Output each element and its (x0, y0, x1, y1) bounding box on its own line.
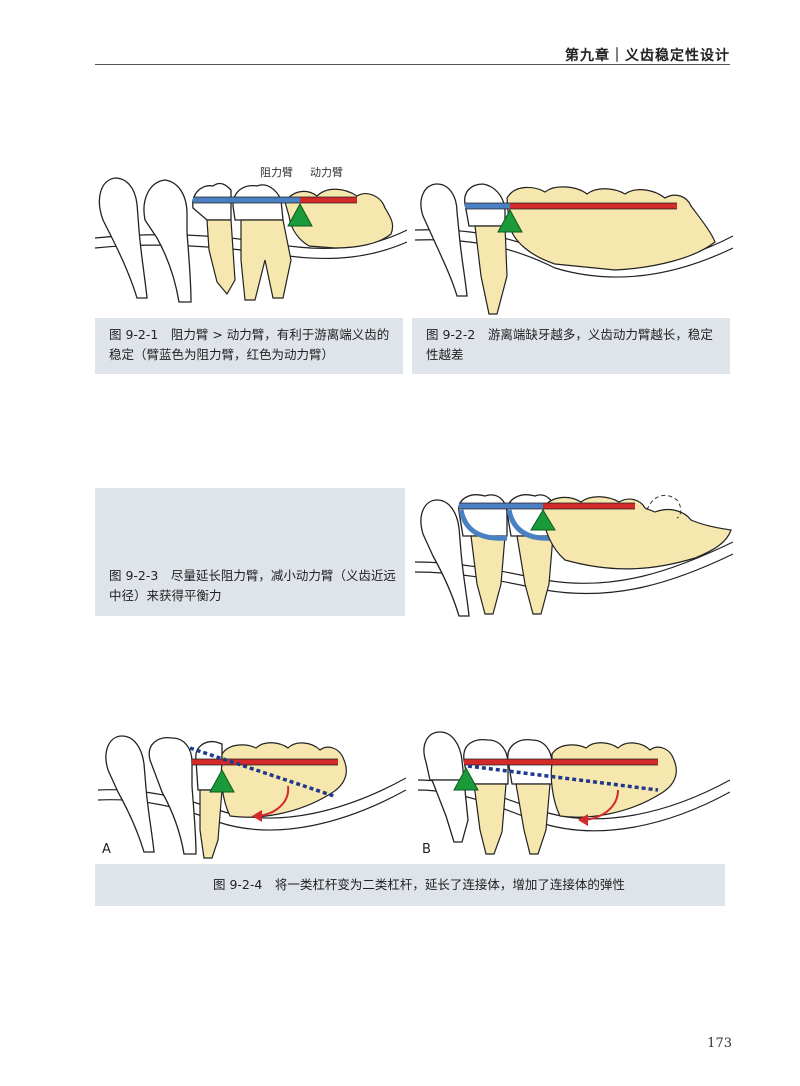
fulcrum-triangle (530, 509, 556, 531)
rotation-arrow (583, 789, 619, 821)
caption-9-2-2: 图 9-2-2 游离端缺牙越多，义齿动力臂越长，稳定性越差 (426, 327, 713, 362)
caption-box-9-2-1: 图 9-2-1 阻力臂 > 动力臂，有利于游离端义齿的稳定（臂蓝色为阻力臂，红色… (95, 318, 403, 374)
panel-label-a: A (102, 842, 111, 857)
figure-9-2-4-b: B (418, 730, 730, 860)
figure-9-2-1: 阻力臂 动力臂 (95, 160, 407, 320)
fulcrum-triangle (453, 766, 479, 791)
rotation-axis-line (467, 764, 659, 792)
fulcrum-triangle (287, 202, 313, 227)
caption-box-9-2-3: 图 9-2-3 尽量延长阻力臂，减小动力臂（义齿近远中径）来获得平衡力 (95, 488, 405, 616)
header-rule (95, 64, 730, 65)
caption-9-2-1: 图 9-2-1 阻力臂 > 动力臂，有利于游离端义齿的稳定（臂蓝色为阻力臂，红色… (109, 327, 390, 362)
page-number: 173 (707, 1036, 732, 1051)
figure-9-2-2 (415, 176, 733, 320)
panel-label-b: B (422, 842, 431, 857)
label-resistance-arm: 阻力臂 (260, 166, 293, 179)
rotation-axis-line (189, 746, 335, 798)
rotation-arrow (257, 785, 290, 817)
caption-9-2-4: 图 9-2-4 将一类杠杆变为二类杠杆，延长了连接体，增加了连接体的弹性 (213, 877, 625, 892)
caption-box-9-2-4: 图 9-2-4 将一类杠杆变为二类杠杆，延长了连接体，增加了连接体的弹性 (95, 864, 725, 906)
chapter-title: 第九章｜义齿稳定性设计 (565, 48, 730, 64)
caption-box-9-2-2: 图 9-2-2 游离端缺牙越多，义齿动力臂越长，稳定性越差 (412, 318, 730, 374)
label-power-arm: 动力臂 (310, 166, 343, 179)
fulcrum-triangle (209, 768, 235, 793)
figure-9-2-4-a: A (98, 730, 406, 860)
caption-9-2-3: 图 9-2-3 尽量延长阻力臂，减小动力臂（义齿近远中径）来获得平衡力 (109, 568, 396, 603)
figure-9-2-3 (415, 488, 733, 622)
fulcrum-triangle (497, 208, 523, 233)
